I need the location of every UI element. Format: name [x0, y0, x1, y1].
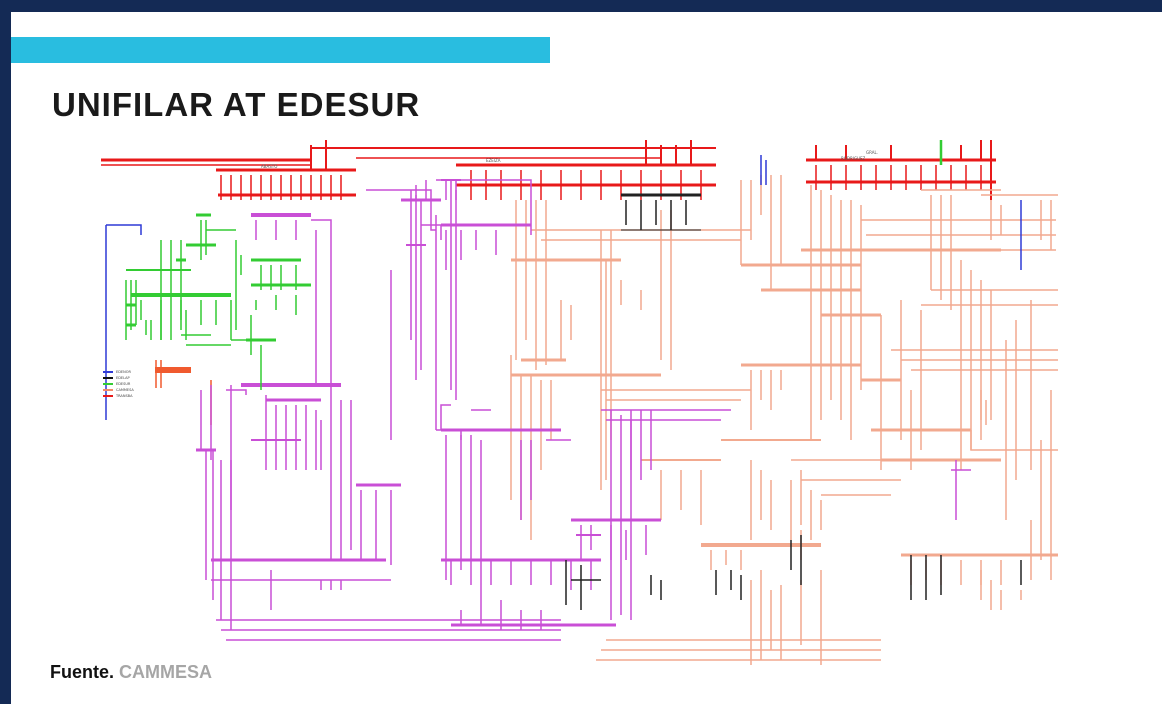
svg-text:EDENOR: EDENOR [116, 370, 131, 374]
svg-text:ABASTO: ABASTO [261, 164, 277, 169]
single-line-diagram: EZEIZA ABASTO GRAL. RODRIGUEZ EDENOR EDE… [101, 140, 1058, 668]
title-accent-bar [11, 37, 550, 63]
svg-text:EDELAP: EDELAP [116, 376, 130, 380]
source-credit: Fuente. CAMMESA [50, 663, 212, 681]
edelap-network [125, 140, 943, 390]
svg-text:EZEIZA: EZEIZA [486, 158, 501, 163]
top-frame-border [0, 0, 1162, 12]
svg-text:CAMMESA: CAMMESA [116, 388, 134, 392]
network-diagram-svg: EZEIZA ABASTO GRAL. RODRIGUEZ EDENOR EDE… [101, 140, 1058, 665]
svg-text:TRANSBA: TRANSBA [115, 394, 133, 398]
diagram-legend: EDENOR EDELAP EDESUR CAMMESA TRANSBA [103, 370, 134, 398]
edesur-132kv-network [196, 179, 971, 641]
svg-text:RODRIGUEZ: RODRIGUEZ [841, 156, 866, 161]
source-label: Fuente. [50, 662, 115, 682]
svg-text:GRAL.: GRAL. [866, 150, 878, 155]
high-voltage-network [101, 140, 996, 425]
other-network [565, 193, 1022, 610]
svg-text:EDESUR: EDESUR [116, 382, 131, 386]
diagram-labels: EZEIZA ABASTO GRAL. RODRIGUEZ [261, 150, 878, 169]
edenor-network [105, 155, 1022, 420]
edesur-220kv-network [510, 175, 1058, 665]
slide-title: UNIFILAR AT EDESUR [52, 86, 421, 123]
left-frame-border [0, 0, 11, 704]
source-value: CAMMESA [119, 662, 213, 682]
